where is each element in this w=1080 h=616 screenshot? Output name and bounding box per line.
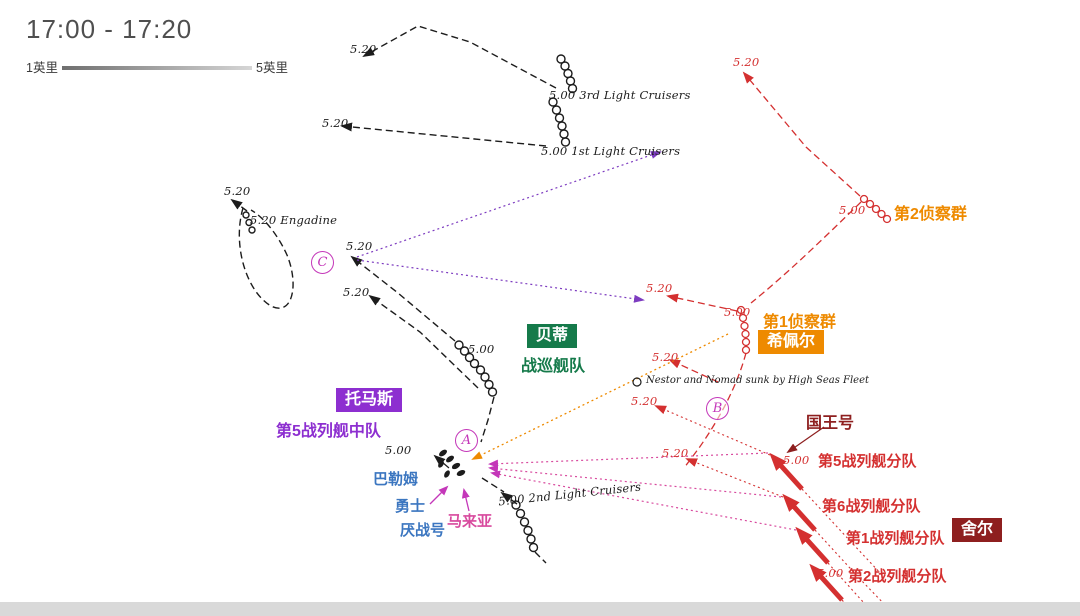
- label-1st-battle-division: 第1战列舰分队: [846, 530, 945, 547]
- time-label: 5.00: [724, 305, 751, 319]
- unit-name: 1st Light Cruisers: [571, 144, 681, 158]
- engagement-lines: [488, 452, 797, 531]
- time-label: 5.00: [385, 443, 412, 457]
- time-label: 5.00: [783, 453, 810, 467]
- time-label: 5.20: [631, 394, 658, 408]
- german-fleet-520-positions: [654, 405, 784, 498]
- nestor-sinking-marker: [632, 377, 642, 387]
- track-3rd-light-cruisers: [362, 25, 578, 94]
- bottom-strip: [0, 602, 1080, 616]
- german-battle-divisions: [769, 452, 889, 616]
- koenig-pointer: [786, 426, 825, 454]
- track-engadine: [230, 198, 294, 309]
- label-3rd-light-cruisers: 5.00 3rd Light Cruisers: [549, 88, 691, 102]
- track-battlecruiser-fleet: [350, 255, 498, 443]
- time-label: 5.20: [662, 446, 689, 460]
- label-koenig: 国王号: [806, 415, 855, 432]
- time-label: 5.20: [250, 213, 277, 227]
- label-1st-light-cruisers: 5.00 1st Light Cruisers: [541, 144, 680, 158]
- time-label: 5.00: [817, 566, 844, 580]
- time-label: 5.00: [468, 342, 495, 356]
- label-1st-scouting-group: 第1侦察群: [763, 314, 836, 331]
- time-label: 5.20: [646, 281, 673, 295]
- time-label: 5.00: [839, 203, 866, 217]
- track-2nd-scouting-group: [742, 71, 892, 224]
- time-label: 5.20: [652, 350, 679, 364]
- label-barham: 巴勒姆: [373, 471, 419, 488]
- time-label: 5.20: [343, 285, 370, 299]
- time-label: 5.20: [733, 55, 760, 69]
- label-2nd-battle-division: 第2战列舰分队: [848, 568, 947, 585]
- track-1st-light-cruisers: [340, 97, 571, 147]
- label-2nd-scouting-group: 第2侦察群: [894, 206, 967, 223]
- scale-label-left: 1英里: [26, 61, 58, 75]
- page-title: 17:00 - 17:20: [26, 14, 193, 44]
- label-engadine: 5.20 Engadine: [250, 213, 337, 227]
- sighting-lines: [356, 151, 729, 460]
- label-5th-battle-squadron: 第5战列舰中队: [276, 423, 381, 440]
- hipper-label-box: 希佩尔: [758, 330, 825, 354]
- time-label: 5.00: [541, 144, 568, 158]
- waypoint-b: B: [706, 397, 729, 420]
- label-6th-battle-division: 第6战列舰分队: [822, 498, 921, 515]
- unit-name: 3rd Light Cruisers: [579, 88, 691, 102]
- label-5th-battle-division: 第5战列舰分队: [818, 453, 917, 470]
- waypoint-a: A: [455, 429, 478, 452]
- nestor-note: Nestor and Nomad sunk by High Seas Fleet: [646, 375, 870, 386]
- label-warspite: 厌战号: [400, 522, 446, 539]
- unit-name: Engadine: [280, 213, 338, 227]
- time-label: 5.20: [322, 116, 349, 130]
- time-label: 5.00: [497, 491, 526, 509]
- beatty-label-box: 贝蒂: [527, 324, 578, 348]
- time-label: 5.20: [350, 42, 377, 56]
- time-label: 5.20: [346, 239, 373, 253]
- scheer-label-box: 舍尔: [952, 518, 1003, 542]
- fifth-battle-squadron-ships: [433, 449, 466, 478]
- label-valiant: 勇士: [395, 498, 426, 515]
- scale-label-right: 5英里: [256, 61, 288, 75]
- label-malaya: 马来亚: [447, 513, 493, 530]
- label-battlecruiser-fleet: 战巡舰队: [521, 358, 586, 375]
- ship-name-pointers: [429, 485, 470, 512]
- track-2nd-light-cruisers: [481, 477, 547, 564]
- scale-bar: [62, 66, 252, 70]
- waypoint-c: C: [311, 251, 334, 274]
- thomas-label-box: 托马斯: [336, 388, 403, 412]
- time-label: 5.20: [224, 184, 251, 198]
- time-label: 5.00: [549, 88, 576, 102]
